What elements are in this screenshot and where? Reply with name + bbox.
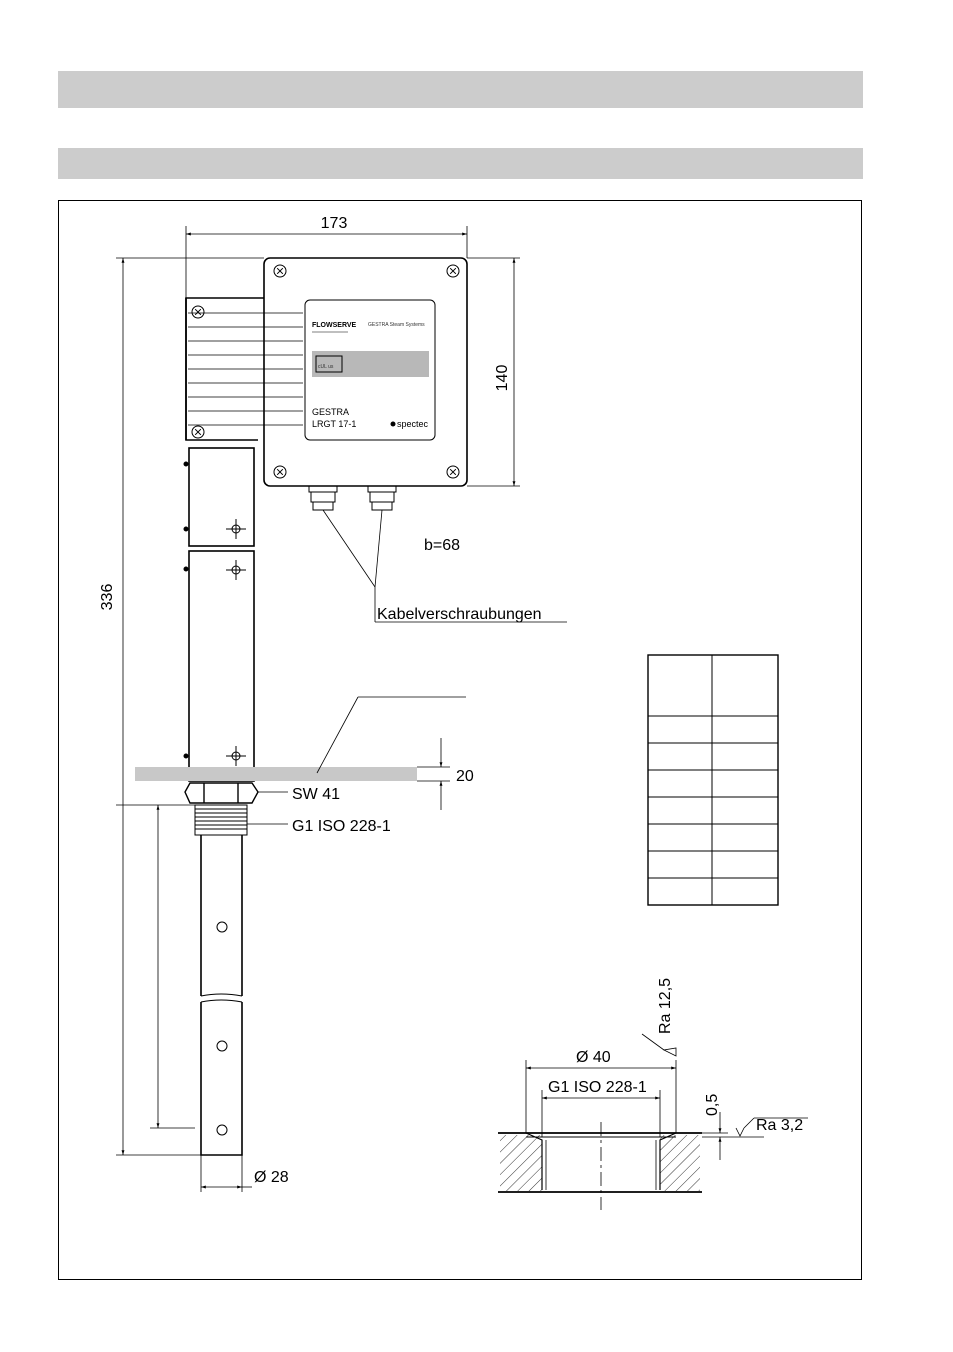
dim-chamfer: 0,5 — [704, 1094, 721, 1116]
cable-glands-label: Kabelverschraubungen — [377, 606, 542, 623]
thread — [194, 804, 248, 836]
header-bar — [58, 71, 863, 108]
dim-b: b=68 — [424, 537, 460, 554]
roughness-top: Ra 12,5 — [657, 978, 674, 1034]
housing — [185, 257, 468, 487]
dim-flange: 20 — [456, 768, 474, 785]
probe-rod — [200, 835, 243, 1156]
maker-logo-icon — [390, 421, 396, 427]
brand-subline: GESTRA Steam Systems — [368, 322, 425, 328]
dim-bore-thread: G1 ISO 228-1 — [548, 1079, 647, 1096]
screw-icon — [191, 264, 460, 479]
flange-plate — [135, 767, 417, 781]
dim-bore-diameter: Ø 40 — [576, 1049, 611, 1066]
brand-logo: FLOWSERVE — [312, 322, 357, 329]
wrench-size: SW 41 — [292, 786, 340, 803]
product-model: LRGT 17-1 — [312, 419, 356, 429]
dim-probe-diameter: Ø 28 — [254, 1169, 289, 1186]
section-bar — [58, 148, 863, 179]
product-name: GESTRA — [312, 407, 349, 417]
column — [188, 447, 255, 782]
dim-width: 173 — [321, 215, 348, 232]
thread-spec: G1 ISO 228-1 — [292, 818, 391, 835]
roughness-side: Ra 3,2 — [756, 1117, 803, 1134]
maker-logo: spectec — [397, 419, 429, 429]
cable-gland — [308, 485, 397, 511]
approval-mark: cUL us — [318, 364, 334, 370]
drawing-frame — [58, 200, 862, 1280]
data-table — [647, 654, 779, 906]
bore-section: Ø 40 G1 ISO 228-1 0,5 Ra 12,5 Ra 3,2 — [498, 978, 808, 1210]
dim-total-height: 336 — [99, 584, 116, 611]
dim-height-housing: 140 — [494, 365, 511, 392]
hex-nut — [184, 782, 259, 804]
